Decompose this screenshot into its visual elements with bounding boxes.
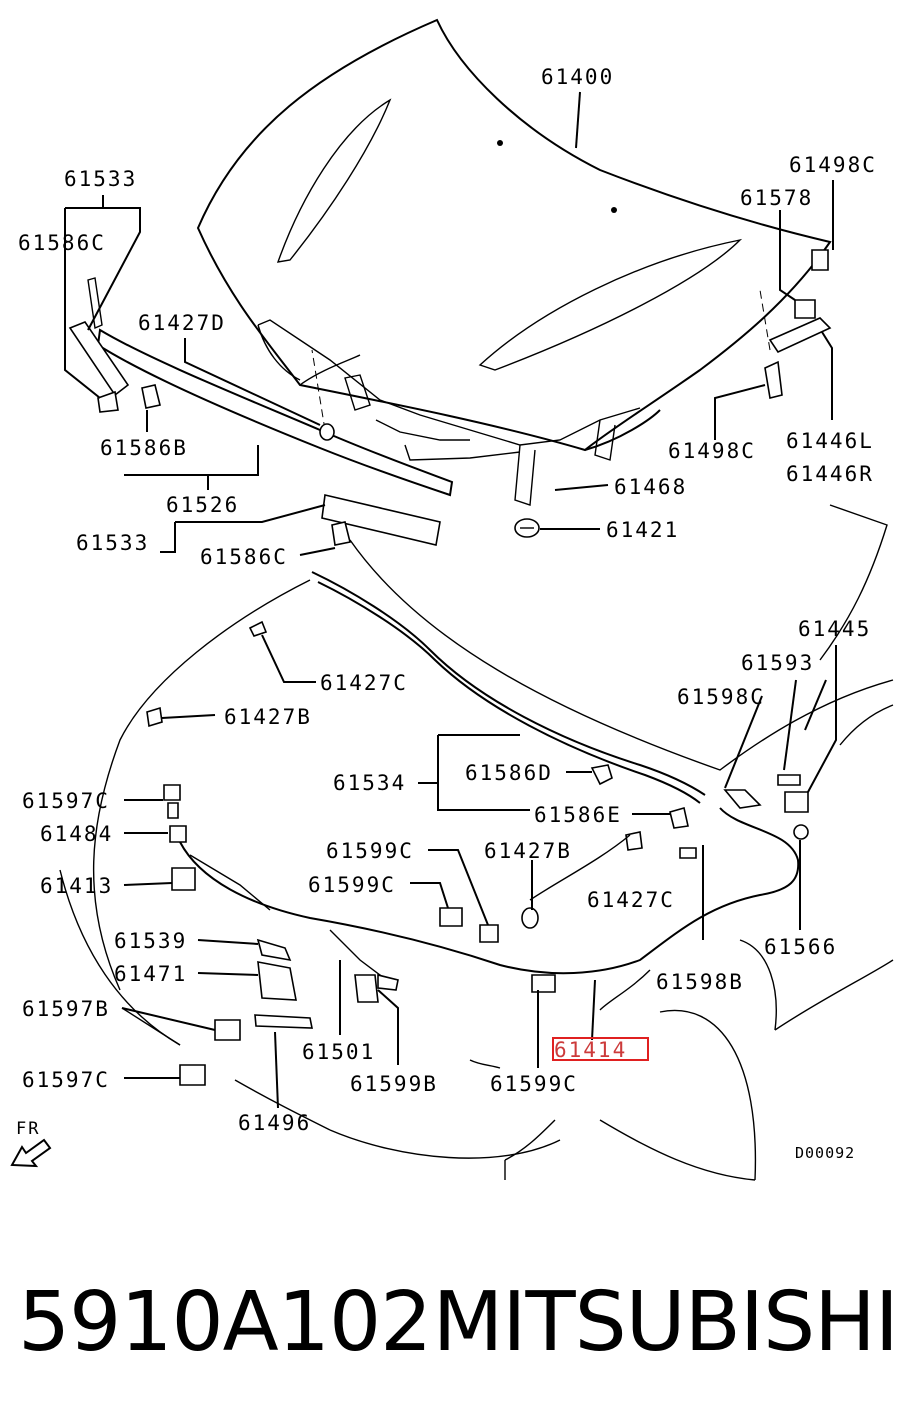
label-61427d: 61427D <box>138 311 226 335</box>
label-61468: 61468 <box>614 475 687 499</box>
label-61484: 61484 <box>40 822 113 846</box>
label-61427b-top: 61427B <box>224 705 312 729</box>
label-61471: 61471 <box>114 962 187 986</box>
label-61599c-mid: 61599C <box>308 873 396 897</box>
label-61586d: 61586D <box>465 761 553 785</box>
label-61533-mid: 61533 <box>76 531 149 555</box>
release-cable <box>179 807 800 986</box>
label-61598c: 61598C <box>677 685 765 709</box>
label-61539: 61539 <box>114 929 187 953</box>
label-61413: 61413 <box>40 874 113 898</box>
part-number: 5910A102 <box>18 1274 432 1370</box>
hood-panel <box>196 18 832 506</box>
caption: 5910A102 MITSUBISHI <box>18 1262 899 1382</box>
label-61599b: 61599B <box>350 1072 438 1096</box>
label-61446l: 61446L <box>786 429 874 453</box>
label-61578: 61578 <box>740 186 813 210</box>
front-label: FR <box>16 1119 40 1139</box>
brand-name: MITSUBISHI <box>432 1274 899 1370</box>
label-61427b-mid: 61427B <box>484 839 572 863</box>
label-61501: 61501 <box>302 1040 375 1064</box>
label-61533-top: 61533 <box>64 167 137 191</box>
label-61597b: 61597B <box>22 997 110 1021</box>
label-61400: 61400 <box>541 65 614 89</box>
label-61498c-top: 61498C <box>789 153 877 177</box>
label-61586e: 61586E <box>534 803 622 827</box>
label-61599c-bottom: 61599C <box>490 1072 578 1096</box>
label-61526: 61526 <box>166 493 239 517</box>
leader-lines <box>59 91 837 1181</box>
label-61498c-mid: 61498C <box>668 439 756 463</box>
part-labels: 61400 61533 61586C 61427D 61578 61498C 6… <box>16 65 877 1162</box>
label-61597c-bottom: 61597C <box>22 1068 110 1092</box>
label-61427c-top: 61427C <box>320 671 408 695</box>
label-61598b: 61598B <box>656 970 744 994</box>
label-61586b: 61586B <box>100 436 188 460</box>
label-61496: 61496 <box>238 1111 311 1135</box>
label-61566: 61566 <box>764 935 837 959</box>
rear-weatherstrip <box>311 571 706 804</box>
label-61427c-mid: 61427C <box>587 888 675 912</box>
front-arrow-icon <box>10 1138 52 1168</box>
label-61445: 61445 <box>798 617 871 641</box>
parts-diagram: 61400 61533 61586C 61427D 61578 61498C 6… <box>10 18 894 1181</box>
label-61586c-top: 61586C <box>18 231 106 255</box>
label-61414: 61414 <box>554 1038 627 1062</box>
front-weatherstrip <box>68 277 454 546</box>
small-components <box>146 620 809 1086</box>
label-61421: 61421 <box>606 518 679 542</box>
clip-parts-top <box>97 384 540 546</box>
hinge-parts <box>764 249 832 399</box>
highlight-box <box>552 1037 649 1061</box>
drawing-code: D00092 <box>795 1144 855 1162</box>
label-61597c-top: 61597C <box>22 789 110 813</box>
label-61446r: 61446R <box>786 462 874 486</box>
label-61593: 61593 <box>741 651 814 675</box>
label-61534: 61534 <box>333 771 406 795</box>
label-61586c-mid: 61586C <box>200 545 288 569</box>
label-61599c-top: 61599C <box>326 839 414 863</box>
assembly-dashed-lines <box>311 289 771 431</box>
